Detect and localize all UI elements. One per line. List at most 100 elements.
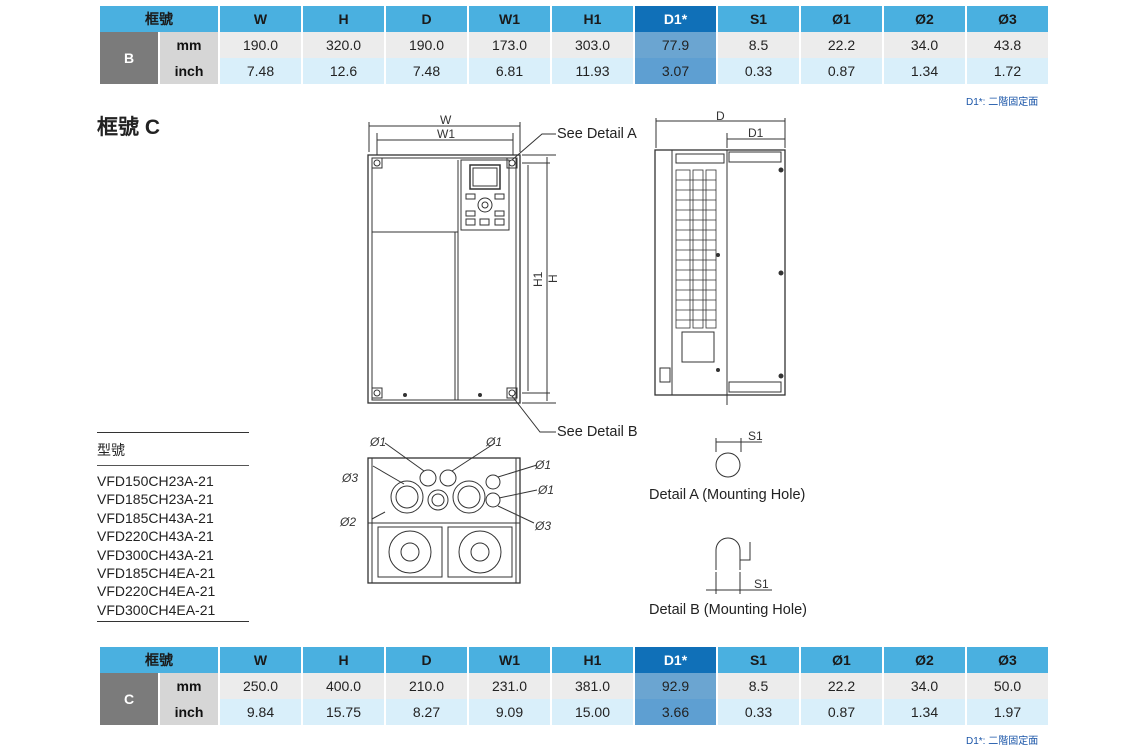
header-phi1: Ø1 — [801, 647, 882, 673]
list-item: VFD220CH43A-21 — [97, 528, 214, 545]
value-cell: 12.6 — [303, 58, 384, 84]
list-item: VFD150CH23A-21 — [97, 473, 214, 489]
phi1-label: Ø1 — [534, 458, 551, 472]
header-phi1: Ø1 — [801, 6, 882, 32]
model-list: 型號 VFD150CH23A-21 VFD185CH23A-21 VFD185C… — [97, 432, 249, 623]
phi1-label: Ø1 — [537, 483, 554, 497]
value-cell: 7.48 — [386, 58, 467, 84]
header-d1: D1* — [635, 6, 716, 32]
value-cell: 0.33 — [718, 699, 799, 725]
value-cell: 22.2 — [801, 32, 882, 58]
see-detail-b-label: See Detail B — [557, 424, 638, 440]
table-row: inch 7.48 12.6 7.48 6.81 11.93 3.07 0.33… — [100, 58, 1048, 84]
dim-h-label: H — [546, 274, 560, 283]
value-cell: 190.0 — [386, 32, 467, 58]
header-s1: S1 — [718, 6, 799, 32]
value-cell: 250.0 — [220, 673, 301, 699]
value-cell: 8.27 — [386, 699, 467, 725]
header-phi2: Ø2 — [884, 6, 965, 32]
value-cell: 400.0 — [303, 673, 384, 699]
list-item: VFD185CH43A-21 — [97, 509, 214, 526]
dim-h1-label: H1 — [531, 271, 545, 287]
frame-cell: C — [100, 673, 158, 725]
list-item: VFD300CH4EA-21 — [97, 601, 216, 618]
value-cell: 34.0 — [884, 32, 965, 58]
phi2-label: Ø2 — [339, 515, 356, 529]
table-row: C mm 250.0 400.0 210.0 231.0 381.0 92.9 … — [100, 673, 1048, 725]
phi1-label: Ø1 — [485, 435, 502, 449]
detail-a-caption: Detail A (Mounting Hole) — [649, 487, 806, 503]
value-cell: 1.34 — [884, 58, 965, 84]
unit-cell: mm — [160, 673, 218, 699]
value-cell: 320.0 — [303, 32, 384, 58]
header-phi2: Ø2 — [884, 647, 965, 673]
value-cell: 15.75 — [303, 699, 384, 725]
table-row: B mm 190.0 320.0 190.0 173.0 303.0 77.9 … — [100, 32, 1048, 84]
value-cell: 0.33 — [718, 58, 799, 84]
phi3-label: Ø3 — [341, 471, 358, 485]
dim-w1-label: W1 — [437, 127, 455, 141]
value-cell: 22.2 — [801, 673, 882, 699]
value-cell: 8.5 — [718, 32, 799, 58]
header-frame: 框號 — [100, 6, 218, 32]
detail-b-hole — [706, 537, 772, 594]
list-item: VFD185CH23A-21 — [97, 491, 214, 508]
value-cell: 173.0 — [469, 32, 550, 58]
header-d: D — [386, 6, 467, 32]
value-cell: 8.5 — [718, 673, 799, 699]
value-cell: 15.00 — [552, 699, 633, 725]
dim-w-label: W — [440, 113, 452, 127]
value-cell: 9.09 — [469, 699, 550, 725]
front-view — [367, 122, 556, 433]
dim-s1-label-a: S1 — [748, 429, 763, 443]
value-cell: 6.81 — [469, 58, 550, 84]
detail-a-hole — [715, 438, 762, 478]
bottom-view — [367, 442, 538, 584]
phi3-label: Ø3 — [534, 519, 551, 533]
value-cell: 381.0 — [552, 673, 633, 699]
value-cell: 303.0 — [552, 32, 633, 58]
header-d1: D1* — [635, 647, 716, 673]
value-cell-highlight: 3.07 — [635, 58, 716, 84]
value-cell: 1.34 — [884, 699, 965, 725]
list-item: VFD185CH4EA-21 — [97, 565, 216, 582]
value-cell-highlight: 92.9 — [635, 673, 716, 699]
phi1-label: Ø1 — [369, 435, 386, 449]
value-cell: 50.0 — [967, 673, 1048, 699]
value-cell: 210.0 — [386, 673, 467, 699]
header-h: H — [303, 647, 384, 673]
header-frame: 框號 — [100, 647, 218, 673]
table-row: inch 9.84 15.75 8.27 9.09 15.00 3.66 0.3… — [100, 699, 1048, 725]
value-cell: 7.48 — [220, 58, 301, 84]
list-item: VFD300CH43A-21 — [97, 546, 214, 563]
dim-s1-label-b: S1 — [754, 577, 769, 591]
table-note: D1*: 二階固定面 — [966, 736, 1039, 747]
table-header-row: 框號 W H D W1 H1 D1* S1 Ø1 Ø2 Ø3 — [100, 6, 1048, 32]
dimension-table-frame-b: 框號 W H D W1 H1 D1* S1 Ø1 Ø2 Ø3 B mm 190.… — [98, 6, 1050, 84]
model-heading: 型號 — [97, 442, 125, 458]
header-w1: W1 — [469, 647, 550, 673]
dim-d-label: D — [716, 109, 725, 123]
dim-d1-label: D1 — [748, 126, 764, 140]
frame-cell: B — [100, 32, 158, 84]
table-note: D1*: 二階固定面 — [966, 97, 1039, 108]
header-h: H — [303, 6, 384, 32]
header-s1: S1 — [718, 647, 799, 673]
value-cell: 1.72 — [967, 58, 1048, 84]
value-cell: 43.8 — [967, 32, 1048, 58]
value-cell-highlight: 3.66 — [635, 699, 716, 725]
see-detail-a-label: See Detail A — [557, 126, 637, 142]
value-cell: 0.87 — [801, 699, 882, 725]
dimension-table-frame-c: 框號 W H D W1 H1 D1* S1 Ø1 Ø2 Ø3 C mm 250.… — [98, 647, 1050, 725]
unit-cell: inch — [160, 699, 218, 725]
frame-title: 框號 C — [97, 116, 160, 139]
header-w: W — [220, 6, 301, 32]
value-cell: 0.87 — [801, 58, 882, 84]
value-cell: 1.97 — [967, 699, 1048, 725]
side-view — [654, 118, 786, 405]
detail-b-caption: Detail B (Mounting Hole) — [649, 602, 807, 618]
list-item: VFD220CH4EA-21 — [97, 583, 216, 600]
table-header-row: 框號 W H D W1 H1 D1* S1 Ø1 Ø2 Ø3 — [100, 647, 1048, 673]
header-w1: W1 — [469, 6, 550, 32]
